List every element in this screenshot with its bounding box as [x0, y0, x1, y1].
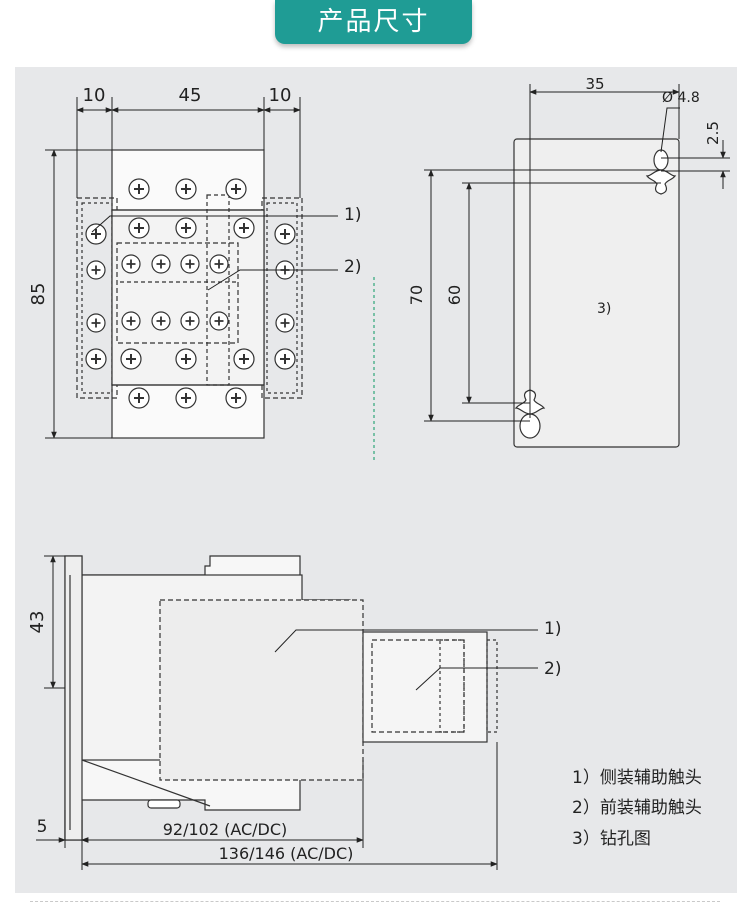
front-dim-left: 10 [83, 85, 106, 106]
drill-view [513, 138, 680, 448]
drill-callout-3: 3) [597, 301, 611, 317]
drill-dimension-lines [424, 84, 730, 422]
front-dim-right: 10 [269, 85, 292, 106]
side-dim-depth-2: 136/146 (AC/DC) [219, 844, 354, 863]
side-dim-depth-1: 92/102 (AC/DC) [163, 820, 288, 839]
drill-dim-outer: 70 [407, 285, 426, 305]
drill-dim-width: 35 [585, 75, 604, 93]
side-callout-2: 2) [544, 659, 561, 679]
side-view [64, 555, 498, 841]
front-callout-1: 1) [344, 205, 361, 225]
legend-item-1: 1）侧装辅助触头 [572, 768, 702, 788]
front-callout-2: 2) [344, 257, 361, 277]
bottom-divider [30, 901, 720, 902]
legend-item-3: 3）钻孔图 [572, 829, 651, 849]
front-dim-height: 85 [28, 283, 49, 306]
front-dim-center: 45 [179, 85, 202, 106]
drill-dim-hole: Ø 4.8 [662, 90, 700, 106]
side-dimension-lines [36, 555, 538, 870]
drill-dim-offset: 2.5 [704, 121, 722, 145]
side-callout-1: 1) [544, 619, 561, 639]
section-title: 产品尺寸 [275, 0, 472, 44]
legend-item-2: 2）前装辅助触头 [572, 798, 702, 818]
front-dimension-lines [45, 97, 338, 439]
drill-dim-inner: 60 [445, 285, 464, 305]
side-dim-base: 5 [37, 817, 48, 837]
side-dim-height: 43 [27, 611, 48, 634]
